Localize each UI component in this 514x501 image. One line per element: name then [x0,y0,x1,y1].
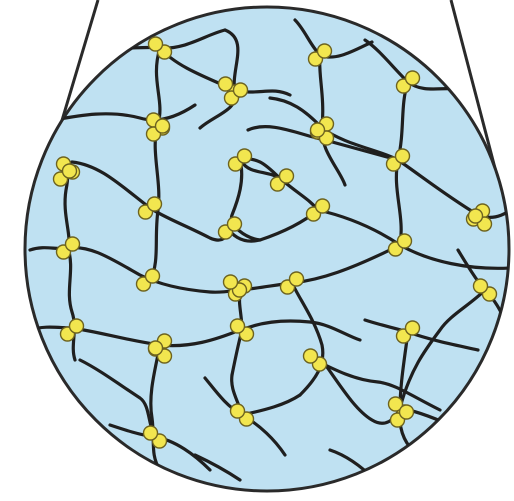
crosslink-bead [146,269,160,283]
crosslink-bead [149,341,163,355]
crosslink-bead [316,199,330,213]
crosslink-bead [234,83,248,97]
crosslink-bead [311,123,325,137]
crosslink-bead [148,197,162,211]
crosslink-bead [406,321,420,335]
crosslink-bead [406,71,420,85]
crosslink-bead [400,405,414,419]
crosslink-bead [219,77,233,91]
crosslink-bead [398,234,412,248]
crosslink-bead [228,217,242,231]
crosslink-bead [304,349,318,363]
crosslink-bead [66,237,80,251]
crosslink-bead [280,169,294,183]
crosslink-bead [318,44,332,58]
crosslink-bead [149,37,163,51]
crosslink-bead [231,319,245,333]
crosslink-bead [70,319,84,333]
crosslink-bead [63,164,77,178]
crosslink-bead [238,149,252,163]
crosslink-bead [474,279,488,293]
crosslink-bead [290,272,304,286]
crosslink-bead [396,149,410,163]
crosslink-bead [231,404,245,418]
crosslink-bead [224,275,238,289]
crosslink-bead [156,119,170,133]
crosslink-bead [469,209,483,223]
crosslink-bead [144,426,158,440]
